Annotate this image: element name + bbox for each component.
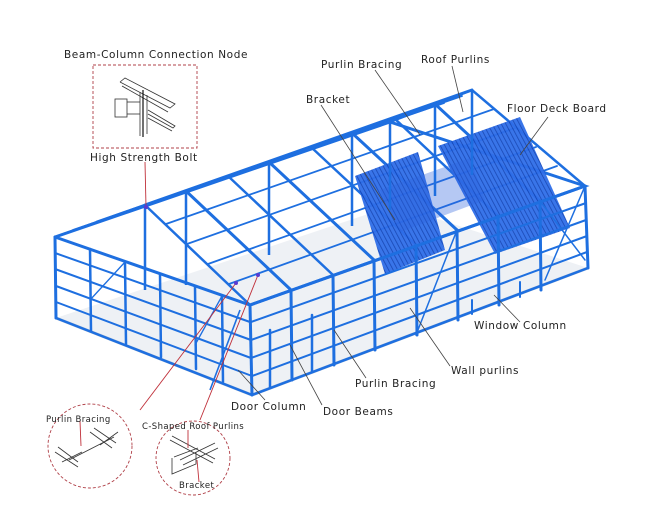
- purlin-node-marker: [256, 273, 260, 277]
- callout-leader-lines: [237, 65, 549, 406]
- label-door-beams: Door Beams: [323, 406, 394, 418]
- beam-column-detail-box: [92, 64, 198, 149]
- label-purlin-bracing-bottom: Purlin Bracing: [355, 378, 437, 390]
- purlin-bracing-detail-circle: [47, 403, 133, 489]
- detail-leader-lines: [139, 161, 259, 421]
- label-wall-purlins: Wall purlins: [451, 365, 520, 377]
- front-wall-frame: [248, 184, 590, 397]
- label-door-column: Door Column: [231, 401, 307, 413]
- interior-columns: [143, 90, 474, 391]
- bolt-node-marker: [143, 204, 149, 210]
- label-window-column: Window Column: [474, 320, 567, 332]
- label-detail-c-shaped-roof-purlins: C-Shaped Roof Purlins: [142, 422, 245, 432]
- c-purlin-detail-circle: [155, 420, 231, 496]
- label-detail-bracket: Bracket: [179, 481, 215, 491]
- bracing-node-marker: [234, 281, 238, 285]
- label-floor-deck-board: Floor Deck Board: [507, 103, 607, 115]
- label-purlin-bracing-top: Purlin Bracing: [321, 59, 403, 71]
- label-bracket: Bracket: [306, 94, 351, 106]
- label-beam-column-connection-node: Beam-Column Connection Node: [64, 49, 249, 61]
- label-high-strength-bolt: High Strength Bolt: [90, 152, 198, 164]
- label-detail-purlin-bracing: Purlin Bracing: [46, 415, 111, 425]
- label-roof-purlins: Roof Purlins: [421, 54, 490, 66]
